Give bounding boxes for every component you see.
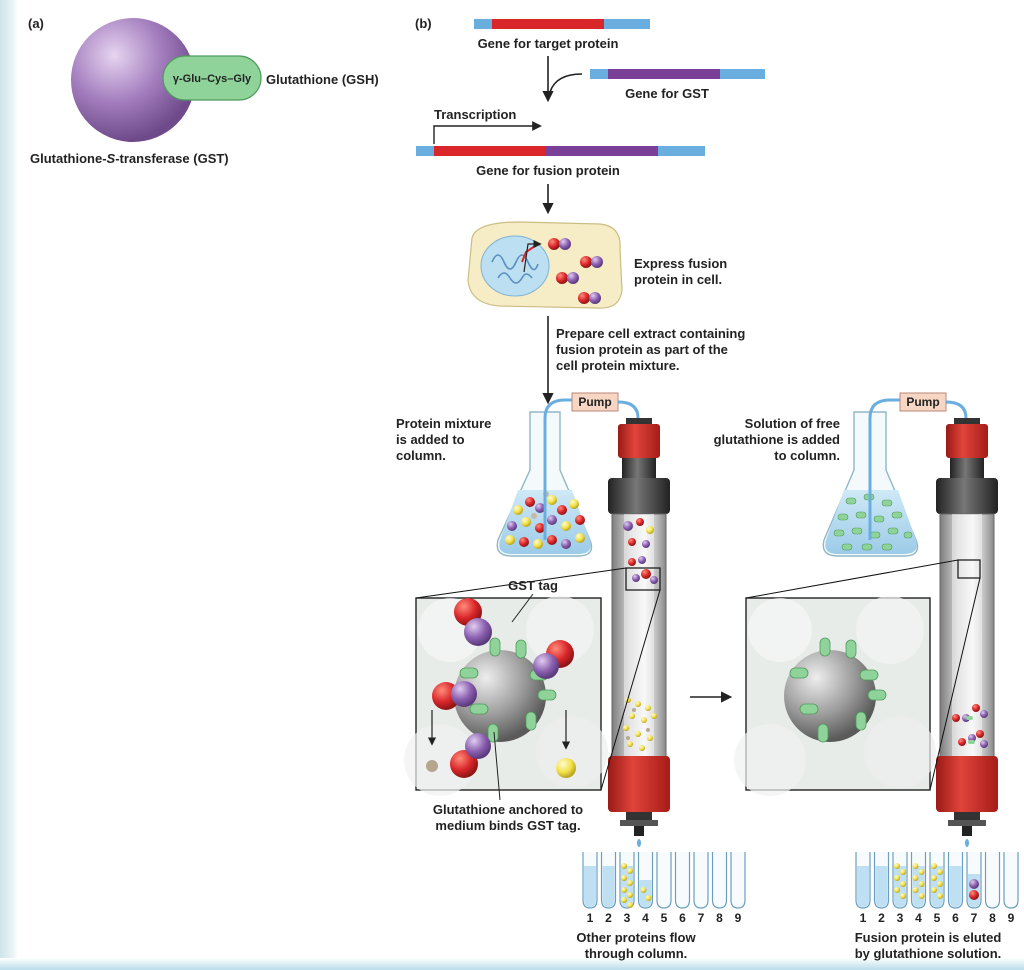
transcription-label: Transcription [434, 107, 516, 122]
tube-number: 8 [989, 911, 996, 925]
collection-tube [711, 852, 728, 909]
caption-left-2: through column. [585, 946, 688, 961]
collection-tube [600, 852, 617, 909]
tube-number: 6 [679, 911, 686, 925]
collection-tube [984, 852, 1001, 909]
collection-tube [674, 852, 691, 909]
tube-number: 7 [698, 911, 705, 925]
anchored-label-1: Glutathione anchored to [433, 802, 583, 817]
prepare-label-3: cell protein mixture. [556, 358, 680, 373]
tube-number: 3 [624, 911, 631, 925]
tube-number: 9 [735, 911, 742, 925]
collection-tube [656, 852, 672, 909]
mixture-label-2: is added to [396, 432, 465, 447]
left-zoom-line-bottom [600, 589, 661, 791]
solution-label-3: to column. [774, 448, 840, 463]
tube-number: 4 [642, 911, 649, 925]
right-column [936, 418, 998, 847]
panel-b-letter: (b) [415, 16, 432, 31]
solution-label-1: Solution of free [745, 416, 840, 431]
left-pump-label: Pump [578, 395, 611, 409]
right-pump-tube-in [868, 398, 902, 540]
tube-number: 8 [716, 911, 723, 925]
collection-tube [929, 852, 945, 909]
caption-right-1: Fusion protein is eluted [855, 930, 1002, 945]
tube-number: 5 [934, 911, 941, 925]
cell-illustration [467, 221, 623, 309]
tube-number: 7 [971, 911, 978, 925]
gsh-label: Glutathione (GSH) [266, 72, 379, 87]
left-pump-tube-out [617, 400, 640, 419]
gene-target-bar [474, 19, 650, 29]
express-label-1: Express fusion [634, 256, 727, 271]
merge-curve [549, 73, 583, 93]
collection-tube [873, 852, 890, 909]
right-pump-tube-out [945, 400, 968, 419]
tube-number: 5 [661, 911, 668, 925]
gene-gst-label: Gene for GST [625, 86, 709, 101]
collection-tube [855, 852, 871, 909]
tube-number: 9 [1008, 911, 1015, 925]
gene-gst-bar [590, 69, 765, 79]
tube-number: 1 [587, 911, 594, 925]
collection-tube [1003, 852, 1019, 909]
collection-tube [947, 852, 964, 909]
right-zoom-line-top [745, 559, 959, 599]
anchored-pointer [493, 731, 501, 801]
left-zoom-box [404, 596, 608, 796]
tube-number: 6 [952, 911, 959, 925]
left-pump-tube-in [543, 398, 580, 540]
collection-tube [582, 852, 598, 909]
collection-tube [693, 852, 709, 909]
gene-target-label: Gene for target protein [478, 36, 619, 51]
right-pump-label: Pump [906, 395, 939, 409]
left-edge-band [0, 0, 18, 970]
gsh-capsule [162, 55, 262, 101]
gst-tag-pointer [511, 593, 534, 623]
tube-number: 2 [605, 911, 612, 925]
express-label-2: protein in cell. [634, 272, 722, 287]
caption-right-2: by glutathione solution. [855, 946, 1002, 961]
collection-tube [730, 852, 746, 909]
collection-tube [966, 852, 982, 909]
caption-left-1: Other proteins flow [576, 930, 696, 945]
prepare-label-1: Prepare cell extract containing [556, 326, 745, 341]
bottom-edge-band [0, 958, 1024, 970]
solution-label-2: glutathione is added [714, 432, 840, 447]
left-zoom-line-top [415, 567, 627, 599]
collection-tube [910, 852, 927, 909]
collection-tube [619, 852, 635, 909]
tube-number: 3 [897, 911, 904, 925]
gst-label: Glutathione-S-transferase (GST) [30, 151, 229, 166]
gst-tag-label: GST tag [508, 578, 558, 593]
gst-sphere [71, 18, 195, 142]
tube-number: 1 [860, 911, 867, 925]
tripeptide-label: γ-Glu–Cys–Gly [173, 73, 252, 85]
tube-number: 4 [915, 911, 922, 925]
transcription-arrow [433, 121, 542, 144]
collection-tube [892, 852, 908, 909]
mixture-label-3: column. [396, 448, 446, 463]
tube-number: 2 [878, 911, 885, 925]
right-zoom-line-bottom [929, 577, 981, 791]
right-zoom-box [734, 596, 936, 796]
gene-fusion-bar [416, 146, 705, 156]
prepare-label-2: fusion protein as part of the [556, 342, 728, 357]
mixture-label-1: Protein mixture [396, 416, 491, 431]
anchored-label-2: medium binds GST tag. [435, 818, 580, 833]
gene-fusion-label: Gene for fusion protein [476, 163, 620, 178]
left-column [608, 418, 670, 847]
collection-tube [637, 852, 654, 909]
panel-a-letter: (a) [28, 16, 44, 31]
